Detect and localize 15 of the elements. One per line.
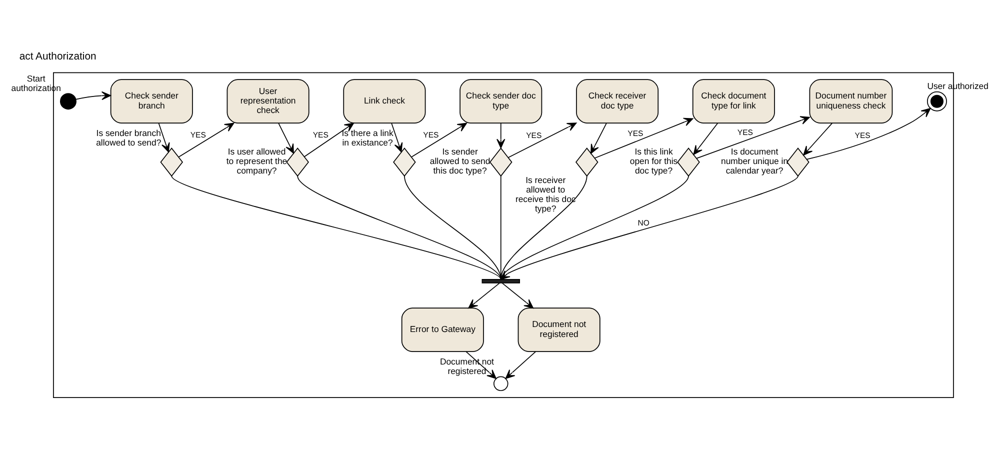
edge-label: YES <box>628 128 644 138</box>
diagram-title: act Authorization <box>19 50 96 62</box>
node-label: Is user allowed to represent the company? <box>226 146 288 175</box>
node-label: Is receiver allowed to receive this doc type? <box>515 174 576 214</box>
edge-label: YES <box>312 130 328 140</box>
node-label: Is there a link in existance? <box>342 128 394 148</box>
node-label: Is sender branch allowed to send? <box>96 128 162 148</box>
edge-label: NO <box>638 218 650 227</box>
node-label: Is sender allowed to send this doc type? <box>430 146 490 175</box>
edge-label: YES <box>190 130 206 140</box>
edge-label: YES <box>423 130 439 140</box>
edge-label: YES <box>854 130 870 140</box>
edge-label: YES <box>737 128 753 137</box>
node-label: Is this link open for this doc type? <box>630 146 678 175</box>
edge-label: YES <box>526 130 542 140</box>
